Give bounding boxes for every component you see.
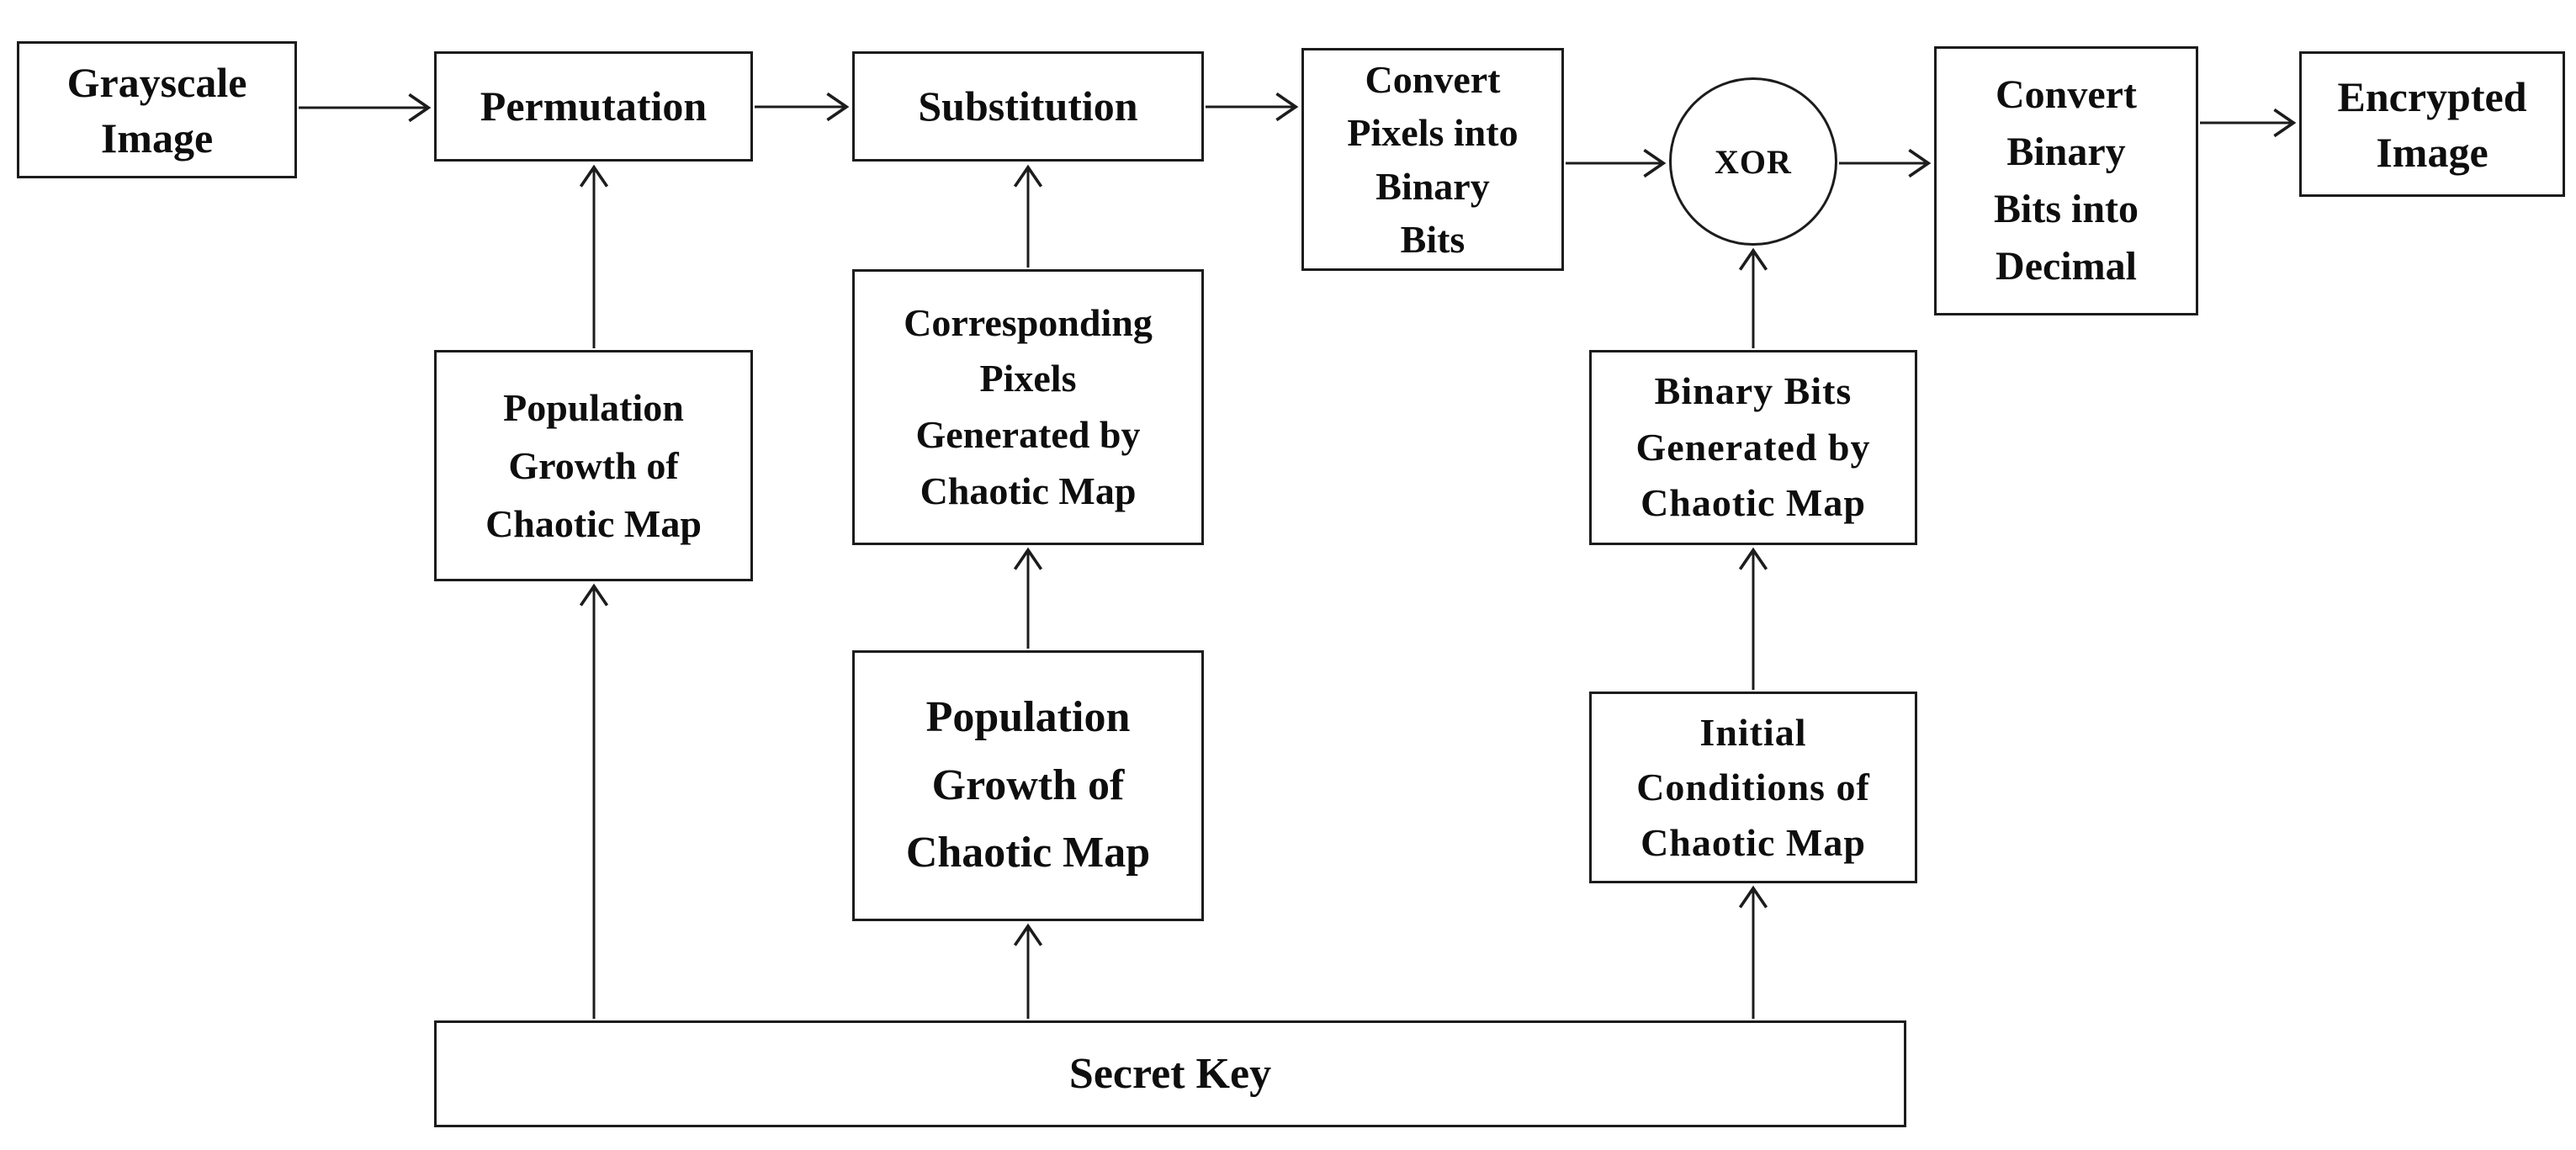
node-grayscale-image: Grayscale Image <box>17 41 297 178</box>
node-corresponding-pixels: Corresponding Pixels Generated by Chaoti… <box>852 269 1204 545</box>
node-convert-pixels-to-binary: Convert Pixels into Binary Bits <box>1301 48 1564 271</box>
node-secret-key-label: Secret Key <box>1068 1050 1272 1098</box>
node-initial-conditions-label: Initial Conditions of Chaotic Map <box>1636 711 1870 864</box>
node-encrypted-image: Encrypted Image <box>2299 51 2565 197</box>
node-permutation: Permutation <box>434 51 753 162</box>
node-binary-bits-generated-label: Binary Bits Generated by Chaotic Map <box>1635 368 1871 525</box>
node-population-growth-center-label: Population Growth of Chaotic Map <box>905 693 1151 877</box>
node-substitution: Substitution <box>852 51 1204 162</box>
node-xor-label: XOR <box>1715 142 1792 181</box>
node-xor: XOR <box>1669 77 1837 246</box>
node-initial-conditions: Initial Conditions of Chaotic Map <box>1589 692 1917 883</box>
node-binary-bits-generated: Binary Bits Generated by Chaotic Map <box>1589 350 1917 545</box>
node-convert-pixels-to-binary-label: Convert Pixels into Binary Bits <box>1347 57 1519 261</box>
node-encrypted-image-label: Encrypted Image <box>2337 72 2527 176</box>
node-population-growth-left-label: Population Growth of Chaotic Map <box>485 386 702 545</box>
node-population-growth-center: Population Growth of Chaotic Map <box>852 650 1204 921</box>
node-secret-key: Secret Key <box>434 1020 1906 1127</box>
node-permutation-label: Permutation <box>480 82 708 130</box>
node-corresponding-pixels-label: Corresponding Pixels Generated by Chaoti… <box>904 300 1153 512</box>
node-grayscale-image-label: Grayscale Image <box>66 58 247 162</box>
node-convert-binary-to-decimal: Convert Binary Bits into Decimal <box>1934 46 2198 315</box>
node-substitution-label: Substitution <box>918 82 1138 130</box>
node-convert-binary-to-decimal-label: Convert Binary Bits into Decimal <box>1993 72 2139 289</box>
node-population-growth-left: Population Growth of Chaotic Map <box>434 350 753 581</box>
